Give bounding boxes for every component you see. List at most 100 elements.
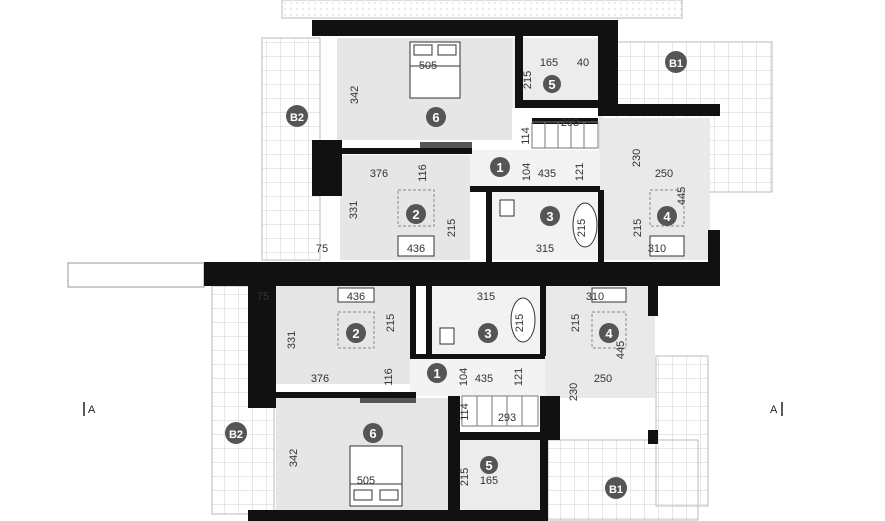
dim-label: 215	[632, 219, 644, 237]
badge-room-3-upper: 3	[540, 206, 560, 226]
wall	[426, 286, 432, 356]
dim-label: 376	[311, 373, 329, 385]
svg-text:5: 5	[548, 77, 555, 92]
svg-text:B1: B1	[669, 58, 683, 70]
badge-b1-lower: B1	[605, 477, 627, 499]
party-wall	[204, 262, 720, 286]
dim-label: 293	[561, 117, 579, 129]
badge-room-2-lower: 2	[346, 323, 366, 343]
svg-text:A: A	[88, 404, 96, 416]
wall	[598, 20, 618, 110]
svg-text:B2: B2	[290, 112, 304, 124]
dim-label: 435	[538, 168, 556, 180]
svg-text:1: 1	[433, 366, 440, 381]
dim-label: 505	[357, 475, 375, 487]
dim-label: 315	[536, 243, 554, 255]
wall	[540, 440, 548, 520]
bed-icon	[349, 445, 403, 507]
svg-text:3: 3	[484, 326, 491, 341]
badge-room-6-upper: 6	[426, 107, 446, 127]
dim-label: 436	[407, 243, 425, 255]
dim-label: 435	[475, 373, 493, 385]
room-4-floor	[545, 286, 655, 398]
room-5-floor	[458, 440, 544, 512]
toilet-icon	[439, 327, 455, 345]
dim-label: 315	[477, 291, 495, 303]
dim-label: 116	[417, 164, 429, 182]
dim-label: 165	[540, 57, 558, 69]
badge-room-3-lower: 3	[478, 323, 498, 343]
wall	[248, 286, 276, 408]
dim-label: 215	[522, 71, 534, 89]
upper-unit	[312, 20, 720, 284]
dim-label: 165	[480, 475, 498, 487]
connector-slab	[67, 262, 205, 288]
wall	[470, 186, 600, 192]
svg-text:B1: B1	[609, 484, 623, 496]
dim-label: 121	[513, 368, 525, 386]
svg-text:1: 1	[496, 160, 503, 175]
wall	[448, 396, 460, 520]
wardrobe	[420, 142, 472, 148]
wall	[312, 140, 342, 196]
dimensions-lower: 75 436 315 310 331 215 215 215 376 116 1…	[257, 291, 627, 487]
badge-b2-upper: B2	[286, 105, 308, 127]
wall	[410, 286, 416, 356]
dim-label: 331	[348, 201, 360, 219]
wall	[598, 104, 718, 116]
dim-label: 230	[631, 149, 643, 167]
svg-text:6: 6	[369, 426, 376, 441]
stair-upper	[531, 121, 599, 149]
wall	[276, 392, 416, 398]
dim-label: 331	[286, 331, 298, 349]
badge-b2-lower: B2	[225, 422, 247, 444]
dim-label: 215	[514, 314, 526, 332]
dim-label: 114	[520, 127, 532, 145]
badge-room-1-lower: 1	[427, 363, 447, 383]
badge-room-1-upper: 1	[490, 157, 510, 177]
badge-room-5-upper: 5	[543, 75, 561, 93]
dim-label: 40	[577, 57, 589, 69]
dim-label: 75	[257, 291, 269, 303]
svg-text:6: 6	[432, 110, 439, 125]
svg-text:A: A	[770, 404, 778, 416]
room-5-floor	[512, 38, 602, 108]
badge-room-5-lower: 5	[480, 456, 498, 474]
bathtub-icon	[510, 297, 536, 343]
dim-label: 342	[349, 86, 361, 104]
svg-text:2: 2	[412, 207, 419, 222]
wardrobe	[360, 398, 416, 403]
desk-icon	[649, 235, 685, 257]
wall	[710, 104, 720, 116]
dim-label: 310	[648, 243, 666, 255]
dim-label: 250	[655, 168, 673, 180]
dim-label: 250	[594, 373, 612, 385]
wall	[410, 354, 545, 359]
desk-icon	[337, 287, 375, 303]
terrace-b2-upper	[261, 37, 321, 261]
rug-outline	[337, 311, 375, 349]
dim-label: 75	[316, 243, 328, 255]
wall	[456, 432, 546, 440]
room-badges: 6 5 1 2 3 4 B1 B2 2 3 4 1 6 5 B1 B2	[225, 51, 687, 499]
wall	[340, 148, 472, 154]
bathtub-icon	[572, 202, 598, 248]
wall	[532, 118, 598, 124]
desk-icon	[397, 235, 435, 257]
badge-room-4-upper: 4	[657, 206, 677, 226]
svg-text:2: 2	[352, 326, 359, 341]
terrace-side-lower	[655, 355, 709, 507]
dim-label: 215	[576, 219, 588, 237]
wall	[648, 286, 658, 316]
wall	[312, 20, 618, 36]
badge-b1-upper: B1	[665, 51, 687, 73]
dim-label: 104	[521, 163, 533, 181]
svg-text:4: 4	[663, 209, 671, 224]
dim-label: 445	[676, 187, 688, 205]
svg-text:3: 3	[546, 209, 553, 224]
desk-icon	[591, 287, 627, 303]
svg-text:5: 5	[485, 458, 492, 473]
bed-icon	[409, 41, 461, 99]
badge-room-2-upper: 2	[406, 204, 426, 224]
